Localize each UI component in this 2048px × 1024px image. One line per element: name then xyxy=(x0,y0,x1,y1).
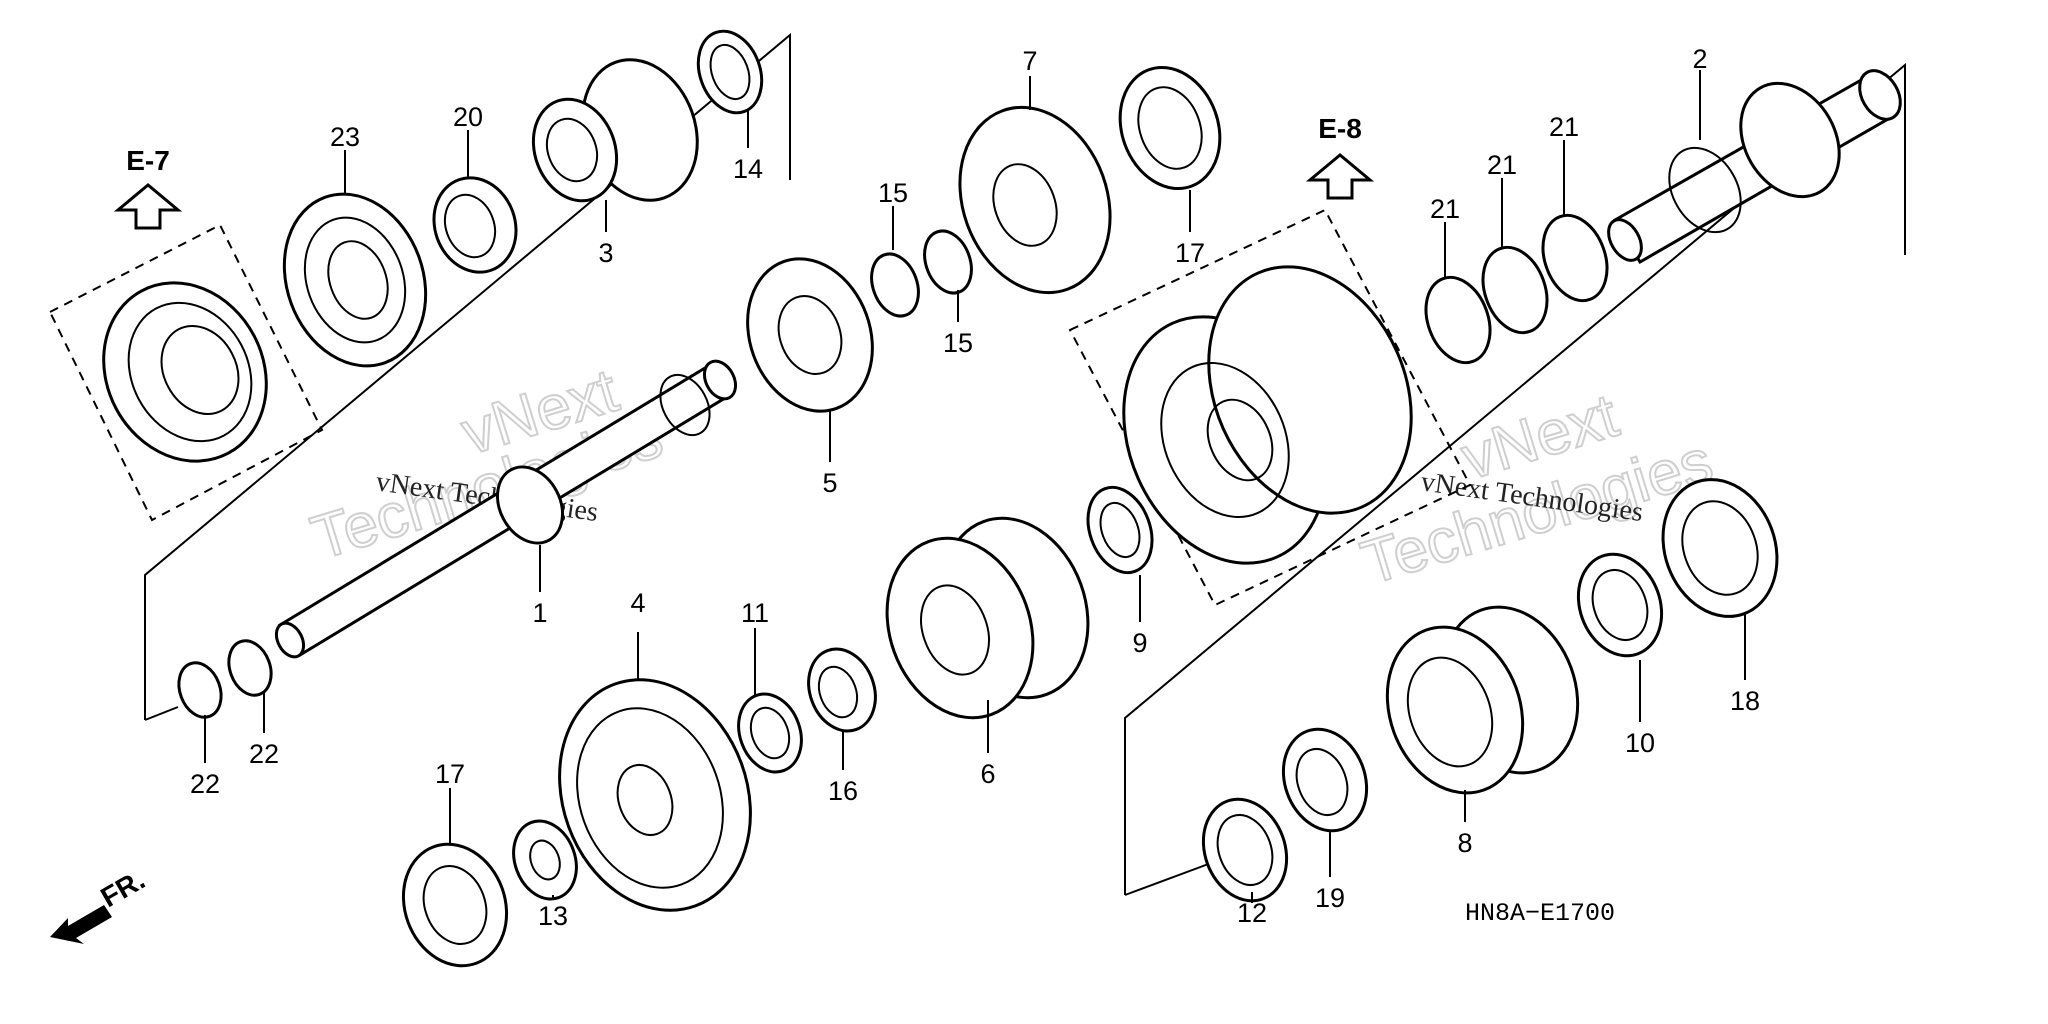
up-arrow-icon xyxy=(1305,153,1375,200)
part-4-gear xyxy=(558,678,752,912)
callout-8: 8 xyxy=(1457,828,1472,858)
callout-17-lower: 17 xyxy=(435,759,465,789)
callout-21-b: 21 xyxy=(1487,150,1517,180)
callout-18: 18 xyxy=(1730,686,1760,716)
front-arrow-icon xyxy=(50,905,112,944)
callout-21-a: 21 xyxy=(1430,194,1460,224)
callout-2: 2 xyxy=(1692,44,1707,74)
up-arrow-icon xyxy=(113,183,183,230)
part-2-countershaft xyxy=(1607,69,1902,265)
callout-5: 5 xyxy=(822,468,837,498)
part-8-gear xyxy=(1385,605,1580,795)
callout-14: 14 xyxy=(733,154,763,184)
callout-22-a: 22 xyxy=(190,769,220,799)
callout-3: 3 xyxy=(598,238,613,268)
callout-6: 6 xyxy=(980,759,995,789)
callouts: 1 2 3 4 5 6 7 8 9 10 11 12 13 14 15 15 1… xyxy=(190,44,1760,931)
part-22-rings xyxy=(177,639,273,719)
callout-16: 16 xyxy=(828,776,858,806)
part-23-bearing xyxy=(282,192,428,368)
part-21-rings xyxy=(1424,213,1609,365)
part-12-washer xyxy=(1201,797,1289,903)
reference-e7: E-7 xyxy=(113,145,183,230)
part-3-gear xyxy=(531,58,699,203)
callout-22-b: 22 xyxy=(249,739,279,769)
part-9-lock-washer xyxy=(1086,485,1154,575)
front-direction-marker: FR. xyxy=(50,864,150,944)
part-5-gear xyxy=(746,257,874,413)
callout-20: 20 xyxy=(453,102,483,132)
callout-13: 13 xyxy=(538,901,568,931)
part-1-mainshaft xyxy=(274,359,738,659)
callout-9: 9 xyxy=(1132,628,1147,658)
part-19-needle-bearing xyxy=(1281,727,1369,833)
callout-1: 1 xyxy=(532,598,547,628)
diagram-code: HN8A−E1700 xyxy=(1465,899,1615,928)
callout-7: 7 xyxy=(1022,46,1037,76)
part-6-gear xyxy=(885,516,1090,720)
part-10-washer xyxy=(1576,552,1664,658)
reference-e7-label: E-7 xyxy=(126,145,170,176)
part-13-washer xyxy=(512,819,578,901)
part-17-bearing-upper xyxy=(1118,65,1222,191)
e7-assembly-box xyxy=(48,223,324,522)
part-14-washer xyxy=(696,29,764,115)
callout-15-a: 15 xyxy=(878,178,908,208)
part-17-bearing-lower xyxy=(401,842,509,968)
callout-12: 12 xyxy=(1237,898,1267,928)
reference-e8: E-8 xyxy=(1305,113,1375,200)
callout-21-c: 21 xyxy=(1549,112,1579,142)
callout-4: 4 xyxy=(630,588,645,618)
part-15-circlip-b xyxy=(923,229,973,295)
part-20-needle-bearing xyxy=(432,176,518,274)
e8-assembly-box xyxy=(1068,208,1472,607)
part-7-gear xyxy=(958,105,1112,295)
part-16-needle-bearing xyxy=(807,647,877,733)
callout-17-upper: 17 xyxy=(1175,238,1205,268)
callout-11: 11 xyxy=(741,598,769,628)
part-11-washer xyxy=(737,692,803,774)
reference-e8-label: E-8 xyxy=(1318,113,1362,144)
callout-15-b: 15 xyxy=(943,328,973,358)
leader-lines xyxy=(204,70,1746,903)
part-18-bearing xyxy=(1661,478,1779,618)
part-15-circlip-a xyxy=(870,252,920,318)
callout-23: 23 xyxy=(330,122,360,152)
callout-19: 19 xyxy=(1315,883,1345,913)
callout-10: 10 xyxy=(1625,728,1655,758)
